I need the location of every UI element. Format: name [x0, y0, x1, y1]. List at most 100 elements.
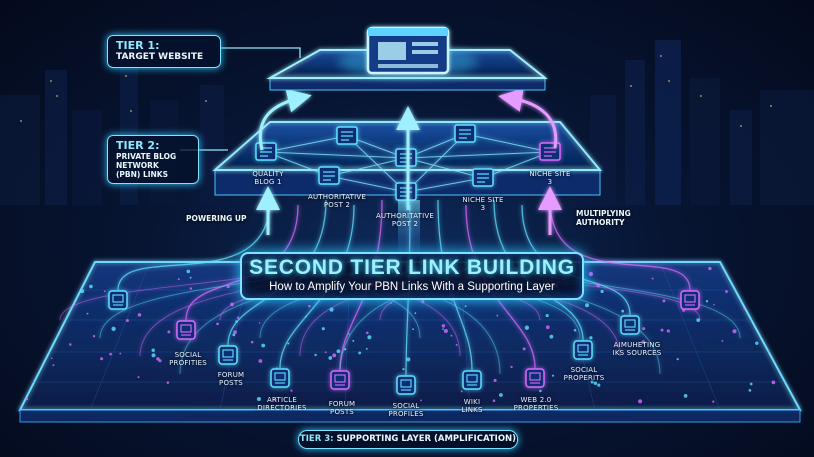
source-icon	[218, 345, 238, 365]
network-dot	[522, 347, 526, 351]
network-dot	[549, 334, 554, 339]
tier2-label: TIER 2:	[116, 139, 160, 152]
network-dot	[365, 331, 369, 335]
network-dot	[621, 309, 625, 313]
network-dot	[590, 380, 594, 384]
network-dot	[261, 343, 266, 348]
mesh-line	[405, 133, 466, 193]
network-dot	[771, 380, 776, 385]
network-dot	[365, 347, 368, 350]
network-dot	[305, 315, 308, 318]
network-dot	[588, 271, 594, 277]
network-dot	[273, 398, 277, 402]
network-dot	[236, 316, 240, 319]
tier3-banner: TIER 3: SUPPORTING LAYER (AMPLIFICATION)	[298, 430, 518, 449]
network-dot	[524, 325, 530, 330]
network-dot	[324, 351, 327, 354]
network-dot	[287, 342, 290, 345]
site-doc-icon	[395, 182, 417, 201]
network-dot	[597, 383, 601, 387]
network-dot	[332, 353, 337, 358]
network-dot	[755, 341, 759, 345]
network-dot	[86, 312, 89, 315]
network-dot	[50, 357, 53, 360]
network-dot	[510, 365, 513, 369]
tier2-callout: TIER 2: PRIVATE BLOG NETWORK (PBN) LINKS	[107, 135, 199, 184]
tier1-subtitle: TARGET WEBSITE	[116, 52, 204, 62]
network-dot	[103, 290, 106, 293]
tier2-subtitle-line2: (PBN) LINKS	[116, 170, 169, 179]
network-dot	[69, 343, 72, 346]
network-dot	[713, 303, 715, 306]
network-dot	[705, 300, 709, 303]
powering-up-label: POWERING UP	[186, 214, 247, 223]
network-dot	[189, 276, 192, 279]
mesh-line	[405, 151, 551, 159]
network-dot	[137, 313, 142, 317]
mesh-line	[346, 135, 407, 193]
network-dot	[651, 277, 654, 280]
mesh-line	[265, 135, 348, 153]
network-dot	[109, 352, 112, 356]
tier1-label: TIER 1:	[116, 39, 160, 52]
source-icon	[270, 368, 290, 388]
network-dots	[25, 266, 776, 404]
network-dot	[683, 394, 688, 398]
mesh-line	[328, 157, 407, 177]
network-dot	[545, 314, 549, 318]
source-icon	[462, 370, 482, 390]
network-dot	[551, 374, 555, 377]
network-dot	[421, 299, 425, 304]
source-icon	[108, 290, 128, 310]
site-doc-icon	[454, 124, 476, 143]
source-icon	[620, 315, 640, 335]
network-dot	[732, 329, 737, 334]
network-dot	[749, 382, 753, 386]
network-dot	[402, 367, 405, 371]
network-dot	[151, 353, 156, 358]
stream-line	[465, 204, 536, 369]
network-dot	[748, 389, 752, 392]
network-dot	[232, 333, 236, 337]
network-dot	[250, 340, 254, 344]
source-icon	[396, 375, 416, 395]
network-dot	[600, 289, 604, 294]
mesh-line	[405, 177, 484, 193]
network-dot	[125, 318, 129, 323]
network-dot	[111, 326, 116, 331]
network-dot	[352, 339, 355, 342]
network-dot	[329, 307, 334, 312]
page-title: SECOND TIER LINK BUILDING	[249, 256, 575, 279]
network-dot	[343, 348, 347, 351]
tier1-callout: TIER 1: TARGET WEBSITE	[107, 35, 221, 68]
tier3-platform	[18, 261, 802, 423]
network-dot	[290, 389, 293, 392]
network-dot	[498, 393, 503, 397]
network-dot	[151, 348, 155, 352]
stream-line	[339, 199, 383, 371]
network-dot	[442, 328, 444, 330]
site-doc-icon	[539, 142, 561, 161]
network-dot	[593, 381, 598, 386]
network-dot	[676, 357, 679, 361]
network-dot	[321, 327, 325, 331]
network-dot	[177, 278, 180, 281]
network-dot	[662, 299, 666, 303]
source-icon	[573, 340, 593, 360]
network-dot	[539, 389, 542, 393]
network-dot	[389, 302, 392, 304]
source-icon	[330, 370, 350, 390]
stream-line	[437, 199, 473, 371]
stream-line	[549, 199, 691, 291]
page-subtitle: How to Amplify Your PBN Links With a Sup…	[269, 281, 555, 293]
network-dot	[235, 320, 238, 323]
network-dot	[348, 333, 350, 335]
network-dot	[367, 335, 372, 340]
network-dot	[496, 314, 499, 317]
